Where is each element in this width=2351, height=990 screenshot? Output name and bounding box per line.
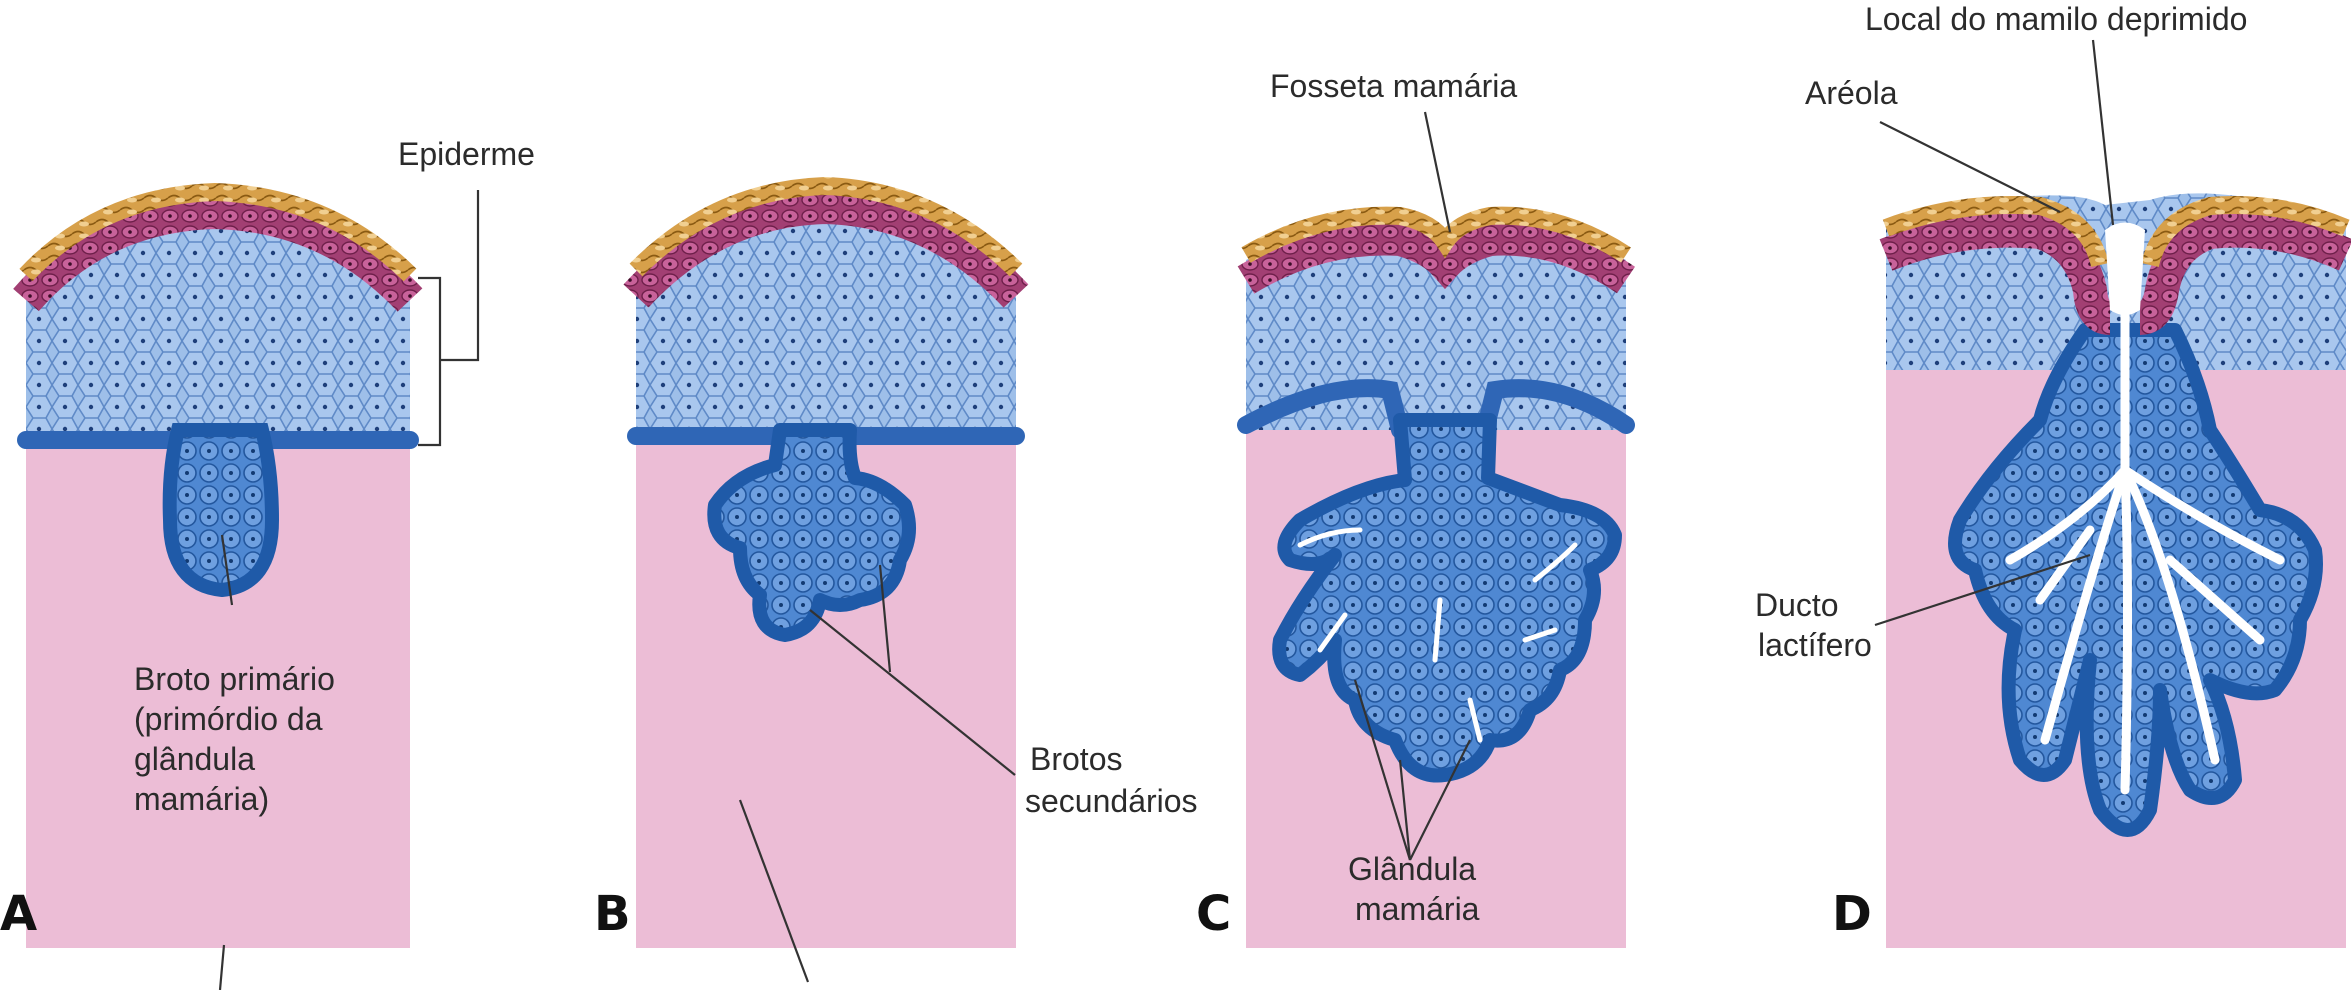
surface-layer bbox=[1882, 195, 2350, 268]
panel-c bbox=[1237, 206, 1636, 948]
epidermis-layer bbox=[26, 195, 410, 445]
bud-with-branches bbox=[707, 423, 916, 642]
mammary-gland-branches bbox=[1272, 413, 1622, 783]
label-fosseta-mamaria: Fosseta mamária bbox=[1270, 68, 1517, 104]
leader-lines bbox=[218, 39, 2115, 990]
label-broto-primario: Broto primário (primórdio da glândula ma… bbox=[134, 661, 344, 817]
panel-b bbox=[623, 176, 1029, 948]
basal-cell-layer bbox=[1237, 379, 1635, 439]
glandula-leader-3 bbox=[1409, 739, 1471, 861]
glandula-leader-2 bbox=[1398, 759, 1412, 861]
fosseta-leader bbox=[1423, 111, 1452, 233]
label-local-mamilo: Local do mamilo deprimido bbox=[1865, 1, 2247, 37]
mammary-gland-branches bbox=[1948, 323, 2323, 837]
glandular-lumens bbox=[1297, 527, 1578, 743]
epidermis-layer bbox=[636, 190, 1016, 440]
lactiferous-ducts bbox=[2005, 225, 2285, 795]
pink-layer bbox=[623, 189, 1029, 308]
panel-letter-b: B bbox=[594, 886, 631, 942]
surface-layer bbox=[629, 176, 1023, 277]
glandula-leader-1 bbox=[1353, 679, 1412, 861]
panel-letter-c: C bbox=[1196, 886, 1231, 942]
brotos-secundarios-leader-1 bbox=[809, 609, 1016, 776]
panel-d bbox=[1879, 193, 2351, 948]
ducto-leader bbox=[1874, 553, 2091, 627]
areola-leader bbox=[1879, 121, 2061, 213]
surface-layer bbox=[1241, 206, 1631, 263]
areola-pink-layer bbox=[1879, 213, 2351, 335]
pink-layer bbox=[1237, 223, 1636, 294]
panel-a bbox=[13, 182, 423, 948]
label-epiderme: Epiderme bbox=[398, 136, 535, 172]
label-brotos-secundarios: Brotos secundários bbox=[1025, 741, 1198, 819]
label-glandula-mamaria: Glândula mamária bbox=[1348, 851, 1485, 927]
pink-layer bbox=[13, 194, 423, 312]
label-areola: Aréola bbox=[1805, 75, 1898, 111]
epidermis-layer bbox=[1246, 224, 1626, 430]
epiderme-bracket bbox=[418, 190, 480, 447]
broto-primario-leader bbox=[220, 534, 234, 606]
dermis-leader-b bbox=[738, 799, 810, 983]
surface-layer bbox=[19, 182, 417, 282]
nipple-pit bbox=[2105, 222, 2145, 315]
local-mamilo-leader bbox=[2091, 39, 2115, 226]
label-ducto-lactifero: Ducto lactífero bbox=[1755, 587, 1872, 663]
primary-bud bbox=[162, 423, 280, 598]
dermis-leader-a bbox=[218, 944, 226, 990]
panel-letter-d: D bbox=[1832, 886, 1872, 942]
panel-letter-a: A bbox=[0, 886, 37, 942]
brotos-secundarios-leader-2 bbox=[878, 564, 892, 673]
